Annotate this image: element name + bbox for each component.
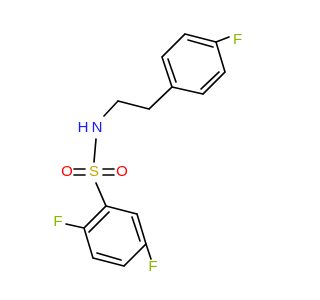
bond [65, 223, 85, 229]
bond [215, 36, 230, 43]
bond [171, 86, 204, 95]
bond [161, 56, 173, 88]
bond [131, 216, 141, 242]
atom-labels: F H N S O O F F [53, 31, 242, 275]
fluorine-atom-top: F [233, 31, 242, 48]
bond [202, 71, 226, 95]
bond [136, 213, 147, 245]
fluorine-atom-bottom: F [148, 258, 157, 275]
bond [145, 243, 152, 260]
bond [103, 100, 119, 117]
bond [123, 243, 147, 267]
bonds [65, 33, 230, 267]
molecule-diagram: F H N S O O F F [53, 31, 242, 275]
nitrogen-atom: N [92, 119, 103, 136]
bond [88, 211, 110, 233]
bond [184, 33, 217, 43]
bond [167, 58, 177, 83]
oxygen-atom-left: O [61, 163, 73, 180]
bond [83, 227, 94, 259]
bond [117, 100, 150, 110]
bond [105, 205, 138, 215]
bond [83, 205, 107, 229]
bond [92, 257, 125, 267]
bond [95, 182, 107, 207]
molecule-structure: F H N S O O F F [53, 31, 242, 275]
bond [96, 252, 122, 261]
bond [215, 41, 226, 73]
hydrogen-atom: H [78, 119, 89, 136]
sulfur-atom: S [89, 163, 99, 180]
bond [200, 71, 220, 90]
fluorine-atom-left: F [53, 213, 62, 230]
bond [148, 86, 173, 110]
bond [93, 138, 97, 163]
oxygen-atom-right: O [116, 163, 128, 180]
bond [161, 33, 186, 58]
bond [187, 39, 214, 48]
